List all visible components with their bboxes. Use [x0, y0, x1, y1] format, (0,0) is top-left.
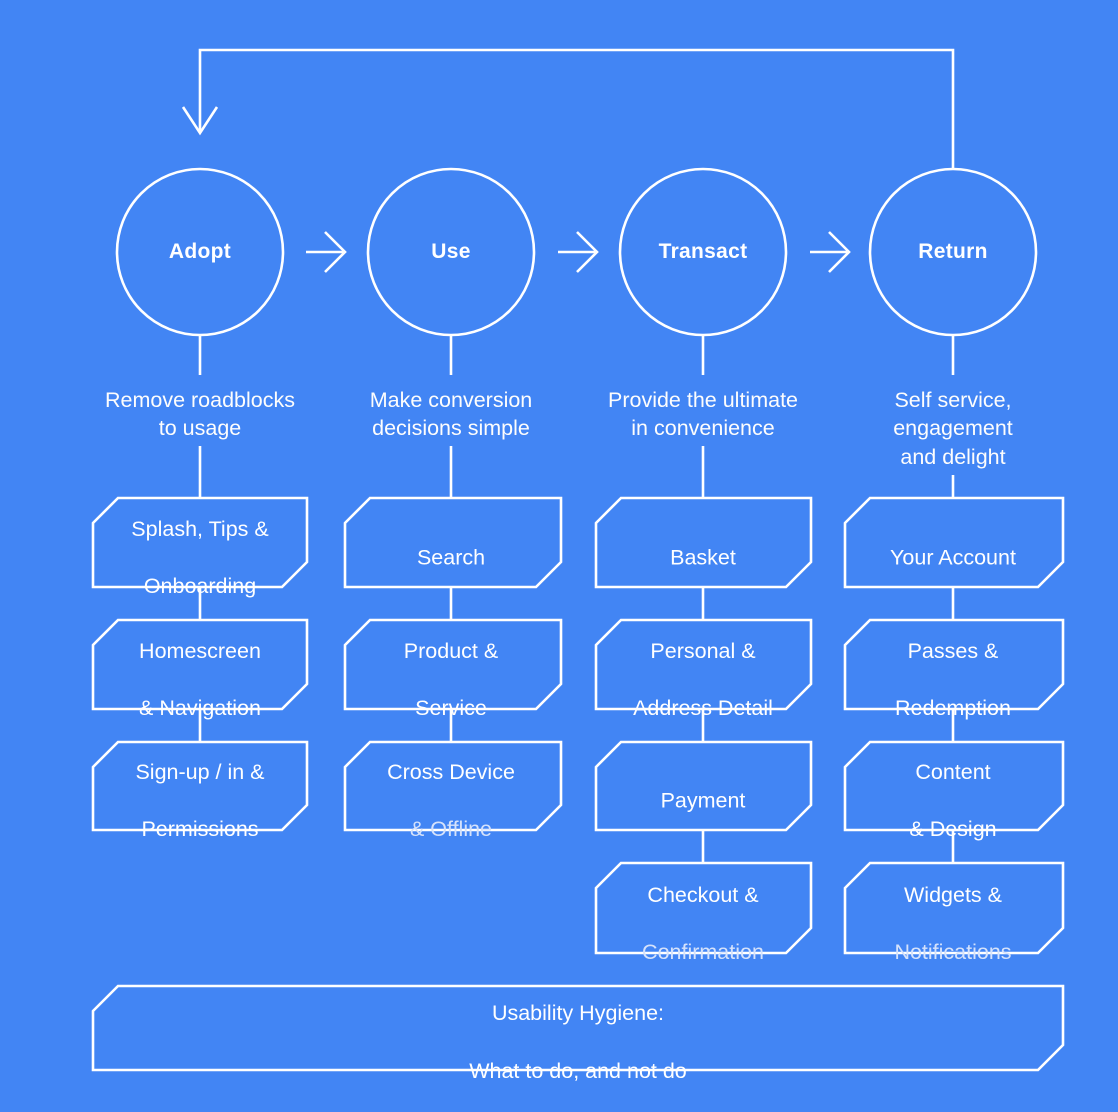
stage-label-return: Return	[918, 240, 988, 264]
node-line1: Checkout &	[647, 882, 759, 907]
node-line2: Service	[415, 695, 487, 720]
node-shape-transact-4	[594, 861, 813, 955]
node-line2: & Navigation	[139, 695, 261, 720]
footer-line2: What to do, and not do	[469, 1059, 687, 1084]
feedback-loop-path	[198, 48, 955, 169]
node-line1: Personal &	[650, 638, 756, 663]
node-line1: Search	[416, 545, 486, 569]
node-return-3[interactable]: Content & Design	[848, 729, 1058, 843]
stage-caption-adopt: Remove roadblocks to usage	[104, 388, 295, 441]
node-shape-return-4	[843, 861, 1065, 955]
stage-caption-transact: Provide the ultimate in convenience	[607, 388, 798, 441]
node-line2: Confirmation	[642, 939, 764, 964]
stage-label-transact: Transact	[658, 240, 748, 264]
node-transact-1[interactable]: Basket	[598, 514, 808, 571]
node-line2: Permissions	[141, 816, 259, 841]
node-line2: & Offline	[409, 816, 493, 841]
node-transact-4[interactable]: Checkout & Confirmation	[598, 852, 808, 966]
node-adopt-1[interactable]: Splash, Tips & Onboarding	[95, 486, 305, 600]
arrow-right-icon-3	[810, 231, 851, 273]
node-shape-transact-2	[594, 618, 813, 711]
node-shape-use-1	[343, 496, 563, 589]
node-line1: Widgets &	[904, 882, 1002, 907]
footer-banner[interactable]: Usability Hygiene: What to do, and not d…	[228, 970, 928, 1086]
node-return-1[interactable]: Your Account	[848, 514, 1058, 571]
node-shape-transact-3	[594, 740, 813, 832]
node-line1: Your Account	[890, 545, 1016, 569]
node-shape-adopt-2	[91, 618, 309, 711]
stage-caption-return: Self service, engagement and delight	[893, 388, 1013, 469]
node-use-3[interactable]: Cross Device & Offline	[346, 729, 556, 843]
stage-label-adopt: Adopt	[168, 240, 232, 264]
node-line2: Address Detail	[633, 695, 773, 720]
node-shape-transact-1	[594, 496, 813, 589]
node-use-1[interactable]: Search	[346, 514, 556, 571]
node-line1: Payment	[660, 788, 746, 812]
node-line1: Cross Device	[387, 759, 515, 784]
node-shape-adopt-3	[91, 740, 309, 832]
node-use-2[interactable]: Product & Service	[346, 608, 556, 722]
node-shape-use-3	[343, 740, 563, 832]
arrow-down-icon	[181, 106, 219, 136]
node-line1: Product &	[403, 638, 499, 663]
node-shape-use-2	[343, 618, 563, 711]
arrow-right-icon-1	[306, 231, 347, 273]
node-shape-return-3	[843, 740, 1065, 832]
node-shape-return-1	[843, 496, 1065, 589]
node-line1: Content	[915, 759, 991, 784]
node-line2: Redemption	[895, 695, 1011, 720]
node-line2: Onboarding	[143, 573, 257, 598]
node-line1: Homescreen	[139, 638, 261, 663]
node-line1: Splash, Tips &	[131, 516, 269, 541]
node-shape-return-2	[843, 618, 1065, 711]
node-line1: Sign-up / in &	[135, 759, 265, 784]
arrow-right-icon-2	[558, 231, 599, 273]
footer-shape	[91, 984, 1065, 1072]
node-transact-3[interactable]: Payment	[598, 757, 808, 814]
node-return-4[interactable]: Widgets & Notifications	[838, 852, 1068, 966]
node-shape-adopt-1	[91, 496, 309, 589]
footer-line1: Usability Hygiene:	[491, 1000, 665, 1025]
stage-label-use: Use	[431, 240, 471, 264]
node-line1: Passes &	[907, 638, 999, 663]
stage-caption-use: Make conversion decisions simple	[369, 388, 533, 441]
node-line1: Basket	[670, 545, 736, 569]
node-adopt-3[interactable]: Sign-up / in & Permissions	[95, 729, 305, 843]
node-line2: Notifications	[894, 939, 1012, 964]
node-adopt-2[interactable]: Homescreen & Navigation	[95, 608, 305, 722]
node-return-2[interactable]: Passes & Redemption	[848, 608, 1058, 722]
node-transact-2[interactable]: Personal & Address Detail	[588, 608, 818, 722]
node-line2: & Design	[909, 816, 997, 841]
